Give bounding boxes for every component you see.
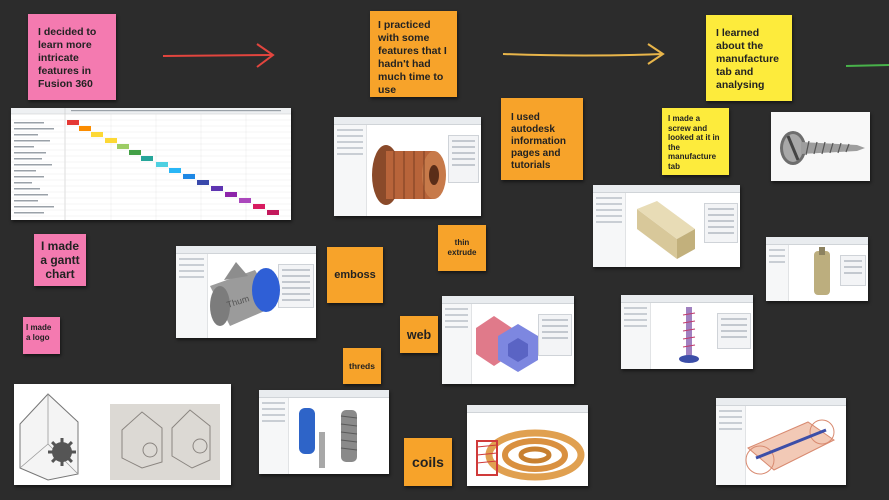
note-thin-extrude[interactable]: thin extrude: [438, 225, 486, 271]
fusion-screw-screenshot[interactable]: [621, 295, 753, 369]
note-logo[interactable]: I made a logo: [23, 317, 60, 354]
note-gantt[interactable]: I made a gantt chart: [34, 234, 86, 286]
note-threds[interactable]: threds: [343, 348, 381, 384]
arrow-line-icon: [845, 64, 889, 67]
fusion-cylinder-screenshot[interactable]: [766, 237, 868, 301]
note-practiced[interactable]: I practiced with some features that I ha…: [370, 11, 457, 97]
fusion-spool-screenshot[interactable]: [334, 117, 481, 216]
arrow-right-icon: [162, 43, 275, 68]
fusion-emboss-screenshot[interactable]: Thum: [176, 246, 316, 338]
note-screw[interactable]: I made a screw and looked at it in the m…: [662, 108, 729, 175]
screw-image[interactable]: [771, 112, 870, 181]
note-coils[interactable]: coils: [404, 438, 452, 486]
gantt-chart-graphic: [11, 108, 291, 220]
note-decided[interactable]: I decided to learn more intricate featur…: [28, 14, 116, 100]
arrow-right-icon: [502, 43, 665, 65]
fusion-box-screenshot[interactable]: [593, 185, 740, 267]
fusion-web-screenshot[interactable]: [442, 296, 574, 384]
fusion-xray-screenshot[interactable]: [716, 398, 846, 485]
fusion-threads-screenshot[interactable]: [259, 390, 389, 474]
note-learned[interactable]: I learned about the manufacture tab and …: [706, 15, 792, 101]
logo-image[interactable]: [14, 384, 231, 485]
gantt-chart-image[interactable]: [11, 108, 291, 220]
note-emboss[interactable]: emboss: [327, 247, 383, 303]
fusion-coils-screenshot[interactable]: [467, 405, 588, 486]
note-web[interactable]: web: [400, 316, 438, 353]
note-autodesk[interactable]: I used autodesk information pages and tu…: [501, 98, 583, 180]
